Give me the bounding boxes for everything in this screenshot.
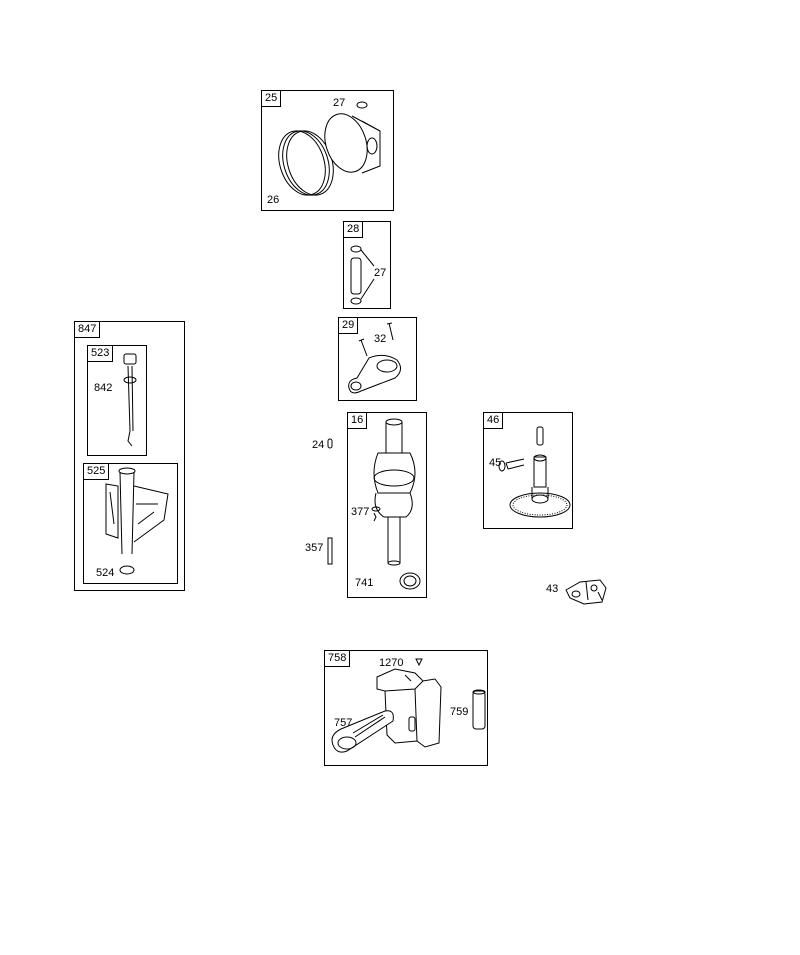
assembly-box-dipstick[interactable]: 523 842 [87,345,147,456]
piston-illustration [262,91,395,212]
assembly-box-dipstick-kit[interactable]: 847 523 842 525 524 [74,321,185,591]
callout-tube-oring: 524 [96,567,115,579]
wrist-pin-illustration [344,222,392,310]
callout-lifter: 45 [489,457,502,469]
assembly-box-connecting-rod[interactable]: 29 32 [338,317,417,401]
callout-dipstick-oring: 842 [94,382,113,394]
callout-crankshaft-assembly: 16 [348,413,368,429]
assembly-box-balancer[interactable]: 758 1270 757 759 [324,650,488,766]
assembly-box-dipstick-tube[interactable]: 525 524 [83,463,178,584]
governor-illustration [562,572,610,608]
callout-pin-clips: 27 [374,267,387,279]
callout-piston-rings: 26 [267,194,280,206]
crankshaft-illustration [348,413,428,599]
callout-rod-bolts: 32 [374,333,387,345]
dipstick-tube-illustration [84,464,179,585]
callout-long-key: 357 [305,542,324,554]
callout-ring-clip: 27 [333,97,346,109]
callout-governor: 43 [546,583,559,595]
callout-balancer-pin: 759 [450,706,469,718]
dipstick-illustration [88,346,148,457]
balancer-illustration [325,651,489,767]
camshaft-illustration [484,413,574,530]
assembly-box-crankshaft[interactable]: 16 377 741 [347,412,427,598]
callout-dipstick-kit: 847 [75,322,101,338]
callout-wrist-pin-assembly: 28 [344,222,364,238]
long-key-illustration [327,537,335,567]
callout-camshaft-assembly: 46 [484,413,504,429]
callout-dipstick-tube: 525 [84,464,110,480]
assembly-box-camshaft[interactable]: 46 45 [483,412,573,529]
assembly-box-piston[interactable]: 25 27 26 [261,90,394,211]
callout-balancer-assembly: 758 [325,651,351,667]
callout-crankshaft-pin: 377 [351,506,370,518]
assembly-box-wrist-pin[interactable]: 28 27 [343,221,391,309]
callout-key: 24 [312,439,325,451]
callout-connecting-rod-assembly: 29 [339,318,359,334]
callout-crankshaft-gear: 741 [355,577,374,589]
key-illustration [327,438,335,450]
connecting-rod-illustration [339,318,418,402]
callout-balancer-screw: 1270 [379,657,404,669]
callout-dipstick: 523 [88,346,114,362]
callout-piston-assembly: 25 [262,91,282,107]
